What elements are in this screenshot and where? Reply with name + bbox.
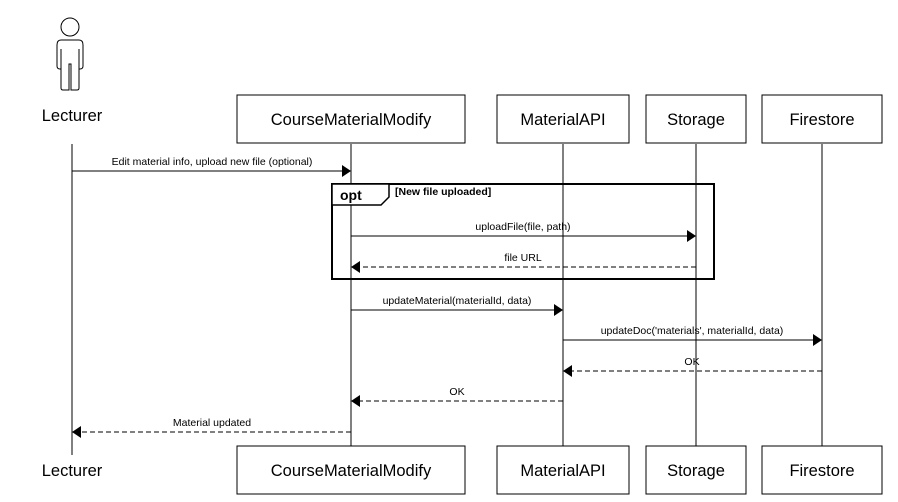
arrowhead-left-icon bbox=[351, 261, 360, 273]
arrowhead-right-icon bbox=[342, 165, 351, 177]
participants-bottom: Lecturer CourseMaterialModify MaterialAP… bbox=[42, 445, 883, 495]
participant-label-cmm: CourseMaterialModify bbox=[271, 111, 432, 129]
participant-box-cmm bbox=[236, 94, 466, 144]
arrowhead-left-icon bbox=[72, 426, 81, 438]
participant-label-firestore-bottom: Firestore bbox=[789, 462, 854, 480]
message-label-uploadfile: uploadFile(file, path) bbox=[475, 221, 570, 233]
message-label-updatematerial: updateMaterial(materialId, data) bbox=[383, 295, 532, 307]
participant-box-cmm-bottom bbox=[236, 445, 466, 495]
participant-box-api-bottom bbox=[496, 445, 630, 495]
opt-fragment-guard: [New file uploaded] bbox=[395, 186, 491, 198]
participant-label-lecturer: Lecturer bbox=[42, 107, 103, 125]
arrowhead-right-icon bbox=[813, 334, 822, 346]
participant-box-firestore-bottom bbox=[761, 445, 883, 495]
participant-label-lecturer-bottom: Lecturer bbox=[42, 462, 103, 480]
participants-top: Lecturer CourseMaterialModify MaterialAP… bbox=[42, 94, 883, 144]
arrowhead-left-icon bbox=[563, 365, 572, 377]
participant-label-api: MaterialAPI bbox=[520, 111, 605, 129]
participant-label-api-bottom: MaterialAPI bbox=[520, 462, 605, 480]
participant-label-cmm-bottom: CourseMaterialModify bbox=[271, 462, 432, 480]
participant-box-storage-bottom bbox=[645, 445, 747, 495]
participant-label-storage-bottom: Storage bbox=[667, 462, 725, 480]
arrowhead-right-icon bbox=[554, 304, 563, 316]
participant-label-storage: Storage bbox=[667, 111, 725, 129]
arrowhead-right-icon bbox=[687, 230, 696, 242]
participant-label-firestore: Firestore bbox=[789, 111, 854, 129]
message-label-fileurl: file URL bbox=[504, 252, 542, 264]
message-label-ok-firestore: OK bbox=[684, 356, 699, 368]
opt-fragment-tab bbox=[331, 183, 390, 206]
message-label-edit: Edit material info, upload new file (opt… bbox=[112, 156, 313, 168]
message-label-material-updated: Material updated bbox=[173, 417, 251, 429]
message-label-ok-api: OK bbox=[449, 386, 464, 398]
opt-fragment-operator: opt bbox=[340, 187, 362, 203]
opt-fragment: opt [New file uploaded] bbox=[331, 183, 715, 280]
participant-box-api bbox=[496, 94, 630, 144]
participant-box-firestore bbox=[761, 94, 883, 144]
arrowhead-left-icon bbox=[351, 395, 360, 407]
message-label-updatedoc: updateDoc('materials', materialId, data) bbox=[601, 325, 784, 337]
opt-fragment-frame bbox=[331, 183, 715, 280]
participant-box-storage bbox=[645, 94, 747, 144]
actor-figure-icon bbox=[56, 17, 84, 91]
messages: Edit material info, upload new file (opt… bbox=[72, 156, 822, 438]
